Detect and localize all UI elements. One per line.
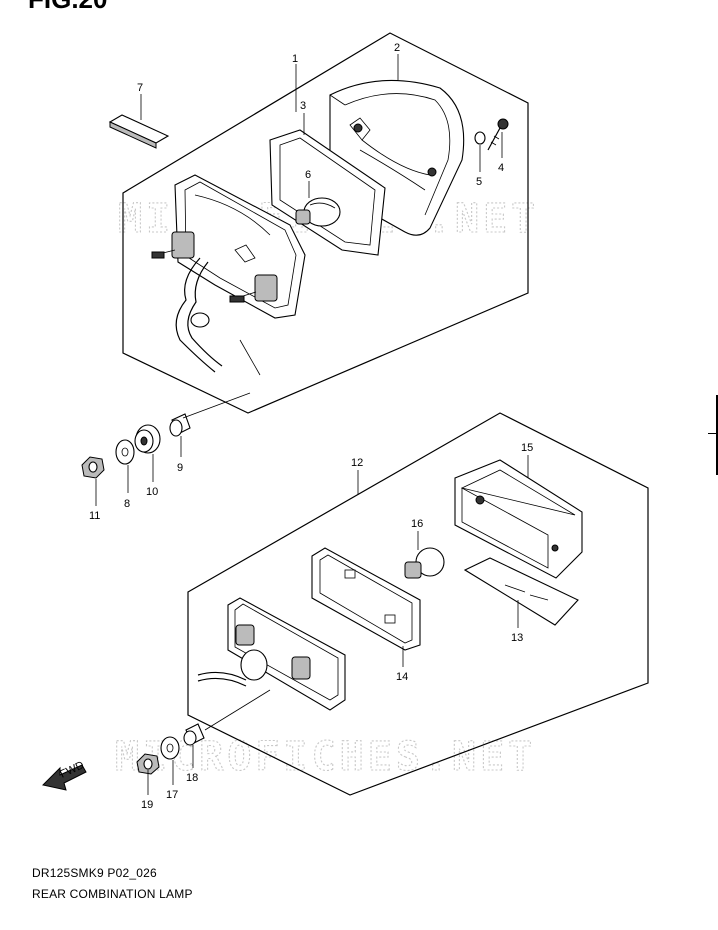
label-5: 5 bbox=[476, 176, 482, 188]
assembly-frame-upper bbox=[122, 32, 529, 414]
part-11-nut[interactable] bbox=[81, 456, 105, 479]
fwd-arrow: FWD bbox=[41, 759, 87, 791]
figure-title: FIG.20 bbox=[28, 0, 107, 15]
part-17-washer[interactable] bbox=[160, 736, 180, 760]
part-10-grommet[interactable] bbox=[134, 424, 161, 454]
part-9-collar[interactable] bbox=[169, 413, 191, 437]
label-9: 9 bbox=[177, 462, 183, 474]
page-edge-mark bbox=[716, 395, 718, 475]
part-14-gasket[interactable] bbox=[311, 547, 421, 651]
label-19: 19 bbox=[141, 799, 153, 811]
part-16-bulb[interactable] bbox=[404, 547, 445, 579]
callouts: 1 2 3 4 5 6 7 8 9 10 11 12 13 14 15 16 1 bbox=[89, 42, 533, 811]
label-14: 14 bbox=[396, 671, 408, 683]
part-7-reflector[interactable] bbox=[108, 114, 170, 149]
label-16: 16 bbox=[411, 518, 423, 530]
part-6-bulb[interactable] bbox=[295, 197, 341, 227]
part-3-gasket[interactable] bbox=[269, 129, 386, 256]
caption-model-code: DR125SMK9 P02_026 bbox=[32, 866, 157, 880]
label-4: 4 bbox=[498, 162, 504, 174]
part-18-collar[interactable] bbox=[183, 723, 205, 746]
part-13-reflector-film[interactable] bbox=[463, 557, 579, 626]
label-7: 7 bbox=[137, 82, 143, 94]
label-10: 10 bbox=[146, 486, 158, 498]
part-5-washer[interactable] bbox=[474, 131, 486, 145]
label-8: 8 bbox=[124, 498, 130, 510]
caption-title: REAR COMBINATION LAMP bbox=[32, 887, 193, 901]
label-13: 13 bbox=[511, 632, 523, 644]
watermark-bottom: MICROFICHES.NET bbox=[115, 734, 536, 780]
label-12: 12 bbox=[351, 457, 363, 469]
label-11: 11 bbox=[89, 510, 100, 522]
label-6: 6 bbox=[305, 169, 311, 181]
part-19-nut[interactable] bbox=[136, 753, 160, 775]
label-18: 18 bbox=[186, 772, 198, 784]
page-edge-tick bbox=[708, 433, 718, 434]
part-15-lens-housing[interactable] bbox=[454, 459, 583, 579]
label-1: 1 bbox=[292, 53, 298, 65]
part-4-screw[interactable] bbox=[487, 118, 509, 151]
label-2: 2 bbox=[394, 42, 400, 54]
assembly-frame-lower bbox=[187, 412, 649, 796]
lamp-base-upper bbox=[151, 174, 306, 376]
label-15: 15 bbox=[521, 442, 533, 454]
label-17: 17 bbox=[166, 789, 178, 801]
label-3: 3 bbox=[300, 100, 306, 112]
lamp-base-lower bbox=[197, 597, 346, 731]
part-8-washer[interactable] bbox=[115, 439, 135, 465]
